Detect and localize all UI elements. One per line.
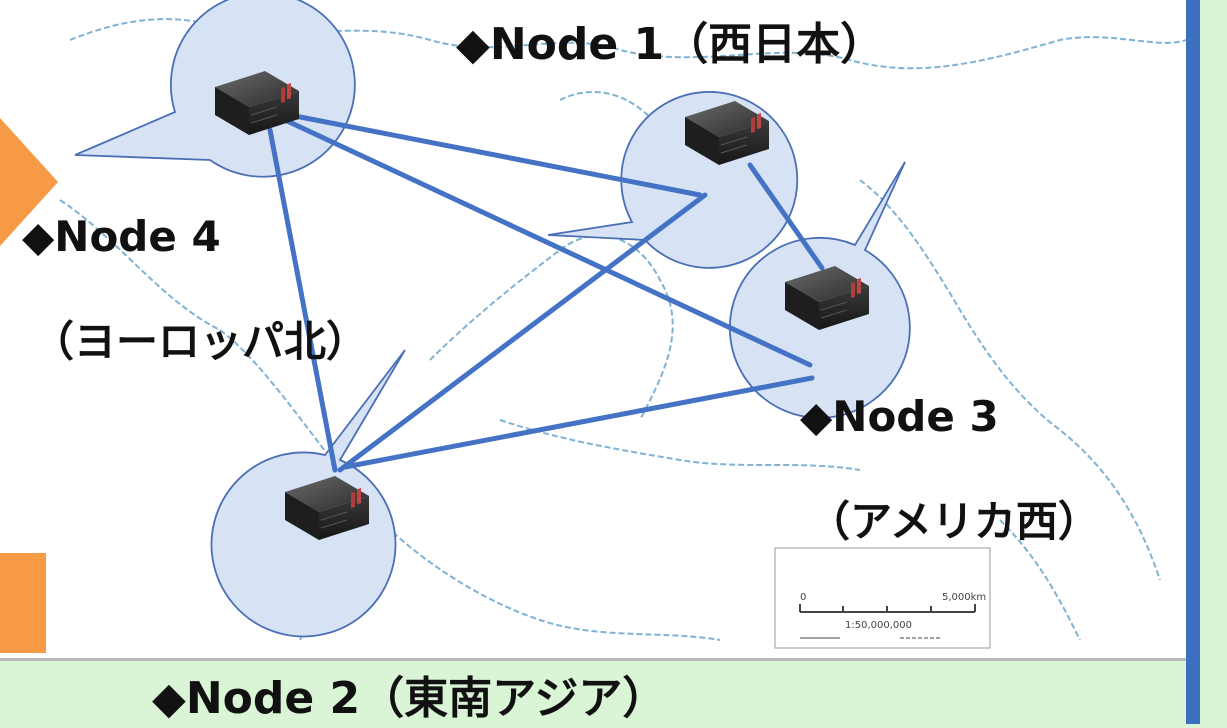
left-block-decoration xyxy=(0,553,46,653)
connection-lines xyxy=(267,112,825,473)
link-node4-node3 xyxy=(282,117,813,368)
svg-text:0: 0 xyxy=(800,592,806,603)
link-node1-node2 xyxy=(337,192,708,473)
node-2-label: ◆Node 2（東南アジア） xyxy=(152,673,667,724)
node-3-label: ◆Node 3 xyxy=(800,392,999,441)
link-node2-node3 xyxy=(342,375,815,470)
scale-bar-ratio: 1:50,000,000 xyxy=(845,620,912,631)
node-4-label: ◆Node 4 xyxy=(22,212,221,261)
node-1-label: ◆Node 1（西日本） xyxy=(456,19,885,70)
link-node1-node3 xyxy=(747,162,825,271)
map-scale-bar: 0 5,000km 1:50,000,000 xyxy=(774,547,991,649)
node-3-region: （アメリカ西） xyxy=(808,497,1100,546)
frame-right-border xyxy=(1186,0,1200,724)
link-node4-node2 xyxy=(267,127,338,473)
caption-band xyxy=(0,661,1186,724)
map-bottom-edge xyxy=(0,658,1186,661)
node-4-bubble xyxy=(74,0,356,178)
left-arrow-decoration xyxy=(0,118,58,246)
scale-bar-max-label: 5,000km xyxy=(942,592,986,603)
node-4-region: （ヨーロッパ北） xyxy=(32,317,369,366)
link-node4-node1 xyxy=(287,112,703,198)
